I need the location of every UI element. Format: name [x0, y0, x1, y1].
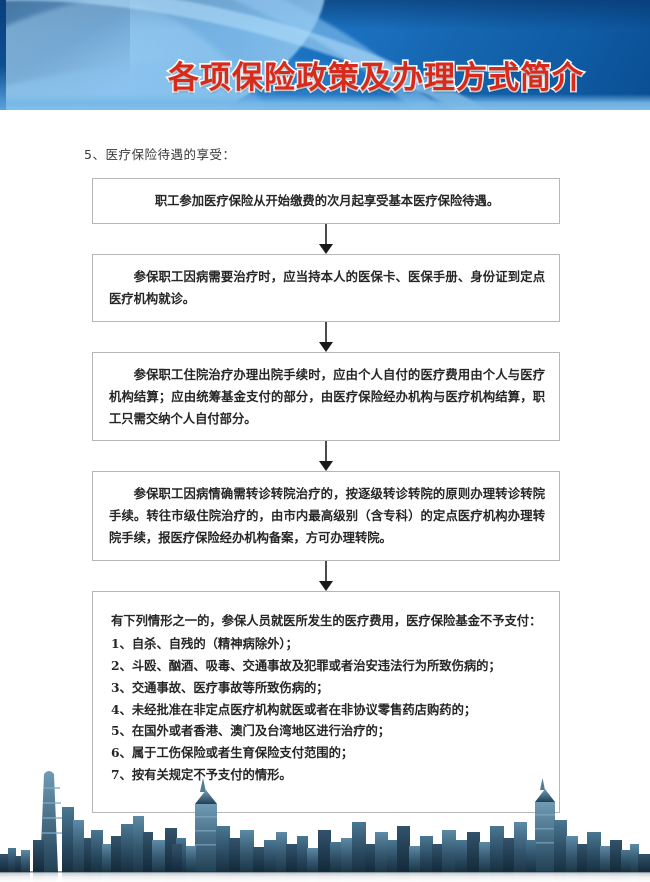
- flow-box-5-lead: 有下列情形之一的，参保人员就医所发生的医疗费用，医疗保险基金不予支付：: [111, 613, 542, 628]
- list-item: 7、按有关规定不予支付的情形。: [111, 767, 292, 783]
- flow-box-3-text: 参保职工住院治疗办理出院手续时，应由个人自付的医疗费用由个人与医疗机构结算；应由…: [109, 366, 545, 426]
- list-item: 5、在国外或者香港、澳门及台湾地区进行治疗的；: [111, 723, 391, 739]
- page-title: 各项保险政策及办理方式简介: [166, 58, 584, 97]
- list-item: 2、斗殴、酗酒、吸毒、交通事故及犯罪或者治安违法行为所致伤病的；: [111, 657, 501, 673]
- flow-box-4-text: 参保职工因病情确需转诊转院治疗的，按逐级转诊转院的原则办理转诊转院手续。转往市级…: [109, 486, 545, 546]
- list-item: 1、自杀、自残的（精神病除外）；: [111, 635, 298, 651]
- flow-box-3: 参保职工住院治疗办理出院手续时，应由个人自付的医疗费用由个人与医疗机构结算；应由…: [92, 351, 560, 442]
- skyline-svg: [0, 771, 650, 882]
- flow-connector-4: [92, 561, 560, 591]
- arrow-down-icon: [319, 341, 333, 352]
- connector-line-icon: [325, 224, 327, 246]
- header-banner: 各项保险政策及办理方式简介: [0, 0, 650, 110]
- skyline-buildings: [0, 771, 650, 872]
- flow-box-1-text: 职工参加医疗保险从开始缴费的次月起享受基本医疗保险待遇。: [154, 193, 500, 209]
- banner-top-shade: [0, 0, 650, 30]
- flow-box-5: 有下列情形之一的，参保人员就医所发生的医疗费用，医疗保险基金不予支付： 1、自杀…: [92, 591, 560, 813]
- flow-box-1: 职工参加医疗保险从开始缴费的次月起享受基本医疗保险待遇。: [92, 178, 560, 224]
- flow-box-2-text: 参保职工因病需要治疗时，应当持本人的医保卡、医保手册、身份证到定点医疗机构就诊。: [109, 269, 545, 306]
- connector-line-icon: [325, 561, 327, 583]
- exclusion-list: 1、自杀、自残的（精神病除外）； 2、斗殴、酗酒、吸毒、交通事故及犯罪或者治安违…: [111, 633, 545, 786]
- section-heading: 5、医疗保险待遇的享受：: [84, 147, 236, 162]
- list-item: 6、属于工伤保险或者生育保险支付范围的；: [111, 745, 354, 761]
- connector-line-icon: [325, 321, 327, 344]
- list-item: 3、交通事故、医疗事故等所致伤病的；: [111, 679, 329, 695]
- flowchart: 职工参加医疗保险从开始缴费的次月起享受基本医疗保险待遇。 参保职工因病需要治疗时…: [92, 178, 560, 813]
- arrow-down-icon: [319, 244, 333, 254]
- page-body: 5、医疗保险待遇的享受： 职工参加医疗保险从开始缴费的次月起享受基本医疗保险待遇…: [0, 110, 650, 882]
- arrow-down-icon: [319, 581, 333, 591]
- list-item: 4、未经批准在非定点医疗机构就医或者在非协议零售药店购药的；: [111, 701, 477, 717]
- flow-box-2: 参保职工因病需要治疗时，应当持本人的医保卡、医保手册、身份证到定点医疗机构就诊。: [92, 254, 560, 322]
- arrow-down-icon: [319, 461, 333, 472]
- banner-left-edge: [0, 0, 6, 110]
- flow-connector-1: [92, 224, 560, 254]
- flow-connector-3: [92, 441, 560, 472]
- city-skyline-graphic: [0, 752, 650, 882]
- flow-connector-2: [92, 321, 560, 352]
- banner-bottom-strip: [0, 94, 650, 110]
- flow-box-4: 参保职工因病情确需转诊转院治疗的，按逐级转诊转院的原则办理转诊转院手续。转往市级…: [92, 471, 560, 561]
- connector-line-icon: [325, 441, 327, 464]
